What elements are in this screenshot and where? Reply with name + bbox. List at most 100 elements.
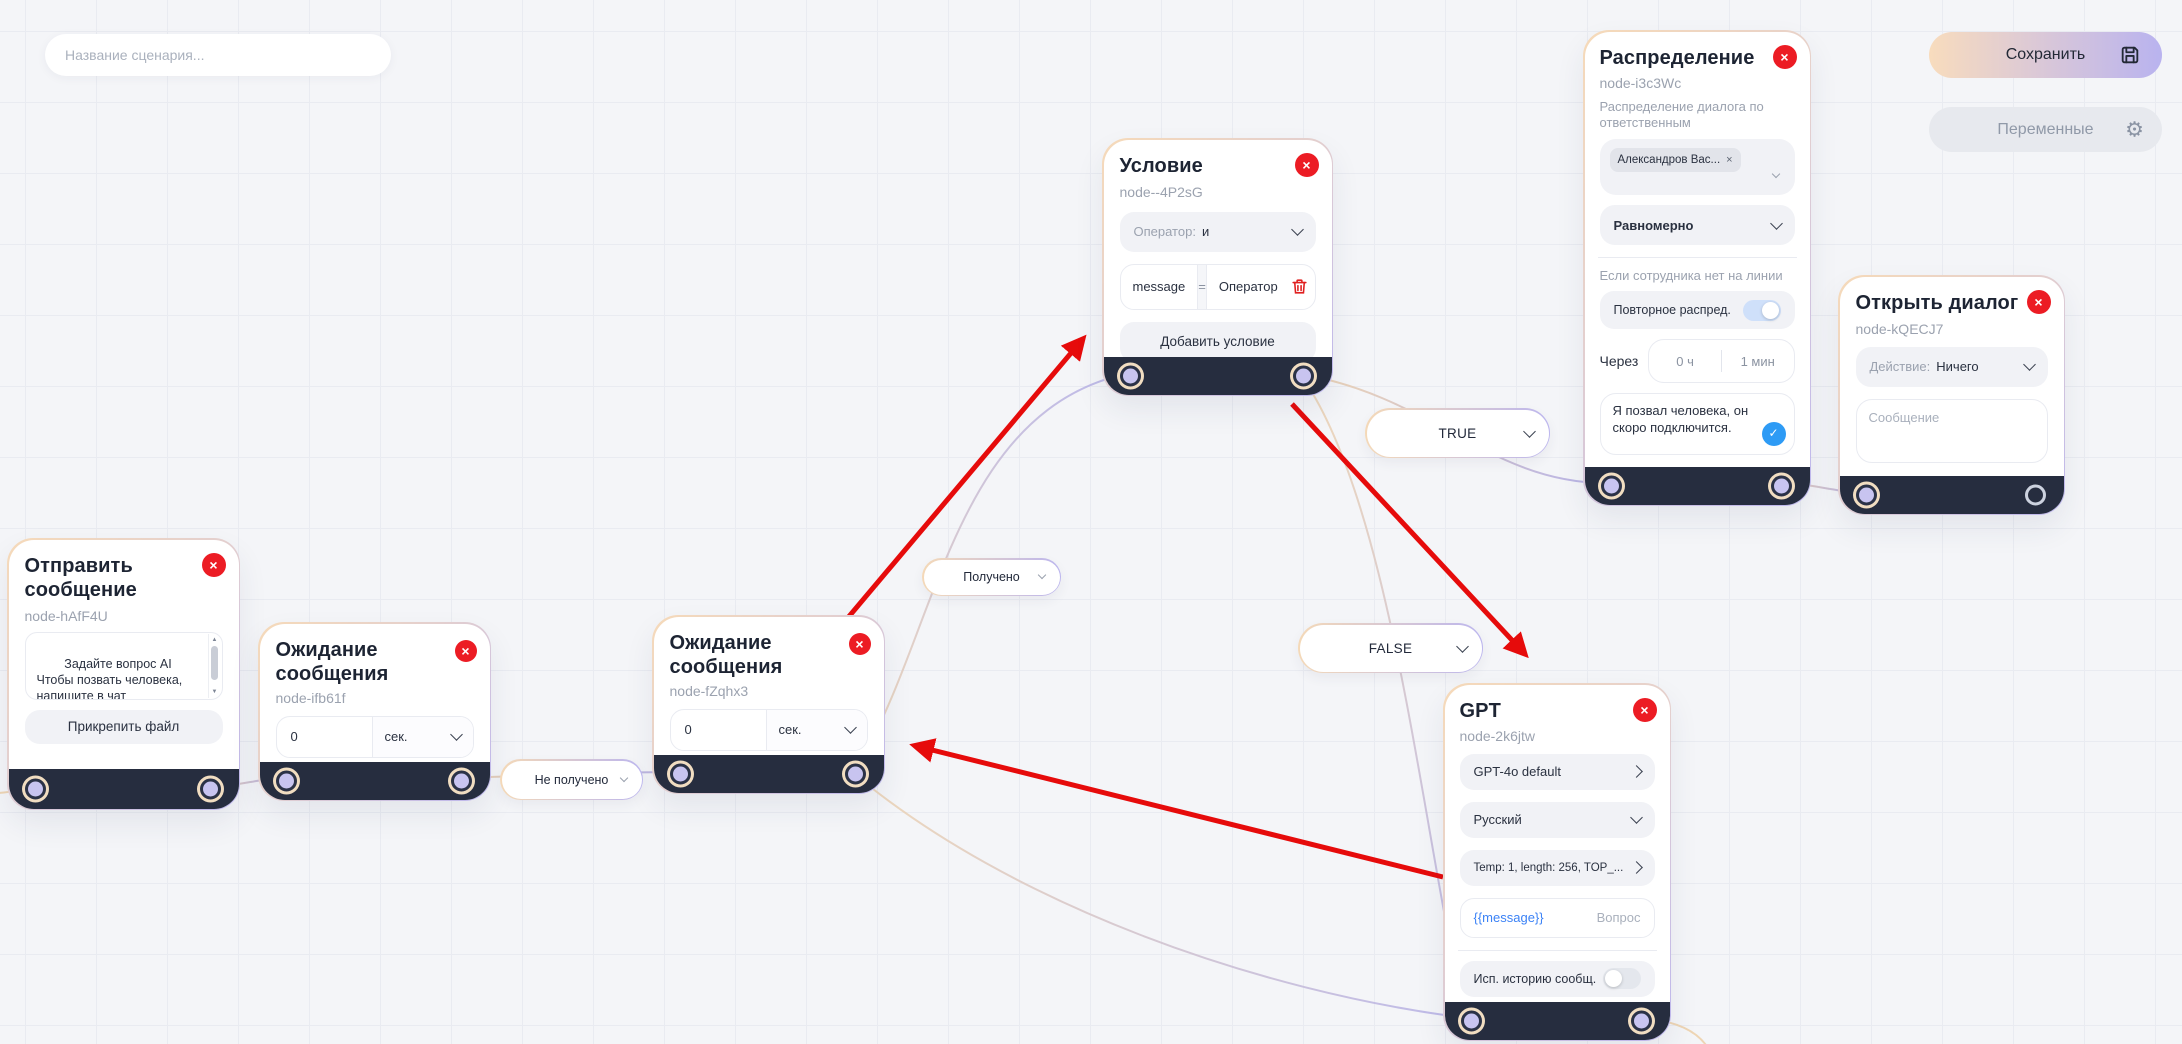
node-id: node--4P2sG [1119,183,1203,200]
close-icon[interactable]: × [848,632,871,655]
node-title: Ожидание сообщения [275,638,389,685]
close-icon[interactable]: × [201,552,226,577]
history-toggle[interactable] [1602,968,1641,989]
action-select[interactable]: Действие:Ничего [1855,346,2048,387]
edge-label-true[interactable]: TRUE [1365,408,1550,458]
save-button[interactable]: Сохранить [1929,32,2162,78]
variables-button-label: Переменные [1997,120,2094,138]
annotation-arrow-3 [909,738,1444,880]
node-id: node-fZqhx3 [669,682,749,699]
add-condition-button[interactable]: Добавить условие [1119,321,1316,362]
parameters-button[interactable]: Temp: 1, length: 256, TOP_... [1459,849,1655,886]
scroll-up-icon[interactable]: ▲ [211,636,218,643]
chevron-down-icon [1769,216,1783,230]
edge-label-false[interactable]: FALSE [1298,623,1483,673]
delay-unit-select[interactable]: сек. [766,709,867,750]
chevron-down-icon [1455,639,1469,653]
delay-control: сек. [669,708,868,751]
delay-control: сек. [275,715,474,758]
message-textarea[interactable]: Задайте вопрос AI Чтобы позвать человека… [24,631,223,700]
delay-input[interactable] [276,729,372,744]
port-output[interactable] [1630,1010,1652,1031]
condition-field[interactable]: message [1132,279,1186,294]
port-output[interactable] [199,778,221,799]
port-output[interactable] [844,763,866,784]
message-placeholder: Сообщение [1868,409,1940,425]
port-input[interactable] [24,778,46,799]
hours-input[interactable]: 0 ч [1676,353,1694,369]
trash-icon[interactable] [1290,277,1309,296]
node-id: node-ifb61f [275,689,346,706]
scrollbar[interactable]: ▲ ▼ [207,633,221,698]
port-input[interactable] [275,770,297,791]
prompt-placeholder: Вопрос [1596,910,1641,925]
node-footer [1584,466,1810,505]
scenario-name-input[interactable] [45,34,391,76]
node-footer [8,768,239,809]
edge-condition-to-gpt [1299,373,1467,1016]
port-input[interactable] [1460,1010,1482,1031]
chevron-down-icon [843,721,857,734]
port-input[interactable] [1119,365,1141,386]
scrollbar-thumb[interactable] [211,645,218,680]
port-output[interactable] [1292,365,1314,386]
node-description: Распределение диалога по ответственным [1599,98,1764,130]
distribution-mode-select[interactable]: Равномерно [1599,205,1795,245]
close-icon[interactable]: × [2026,289,2051,314]
tag-remove-icon[interactable]: × [1726,154,1733,166]
scroll-down-icon[interactable]: ▼ [211,688,218,695]
delay-unit-select[interactable]: сек. [372,716,473,757]
edge-label-not-received[interactable]: Не получено [500,759,643,800]
repeat-distribution-toggle[interactable] [1742,299,1781,321]
history-row: Исп. историю сообщ. [1459,960,1655,997]
node-id: node-2k6jtw [1459,727,1536,744]
port-input[interactable] [1600,475,1622,496]
node-send-message: Отправить сообщение node-hAfF4U Задайте … [7,538,240,810]
condition-operator[interactable]: = [1197,264,1207,309]
variables-button[interactable]: Переменные ⚙ [1929,107,2162,152]
prompt-variable: {{message}} [1473,910,1544,925]
port-output[interactable] [1770,475,1792,496]
node-title: Открыть диалог [1855,291,2019,314]
model-select[interactable]: GPT-4o default [1459,753,1655,790]
close-icon[interactable]: × [1294,152,1319,177]
assignee-tag: Александров Вас... × [1609,148,1741,172]
chevron-right-icon [1629,765,1643,778]
chevron-down-icon [1290,223,1304,236]
delay-label: Через [1599,353,1639,369]
close-icon[interactable]: × [1632,697,1657,722]
attach-file-button[interactable]: Прикрепить файл [24,709,223,744]
delay-input[interactable] [670,722,766,737]
condition-value[interactable]: Оператор [1218,279,1278,294]
assignee-multiselect[interactable]: Александров Вас... × [1599,139,1795,195]
divider [1457,949,1657,951]
node-footer [259,761,490,800]
port-output[interactable] [450,770,472,791]
node-footer [1444,1001,1670,1040]
chevron-down-icon [1037,570,1046,580]
node-distribution: Распределение node-i3c3Wc Распределение … [1583,30,1811,506]
chevron-right-icon [1629,861,1643,874]
offline-message-textarea[interactable]: Я позвал человека, он скоро подключится.… [1599,393,1795,455]
operator-select[interactable]: Оператор:и [1119,211,1316,252]
prompt-input[interactable]: {{message}} Вопрос [1459,897,1655,938]
close-icon[interactable]: × [454,639,477,662]
language-select[interactable]: Русский [1459,801,1655,838]
node-wait-message-1: Ожидание сообщения node-ifb61f сек. × [258,622,491,801]
node-footer [1839,475,2064,514]
minutes-input[interactable]: 1 мин [1740,353,1775,369]
node-title: GPT [1459,699,1501,722]
port-output[interactable] [2024,484,2046,505]
port-input[interactable] [1855,484,1877,505]
chevron-down-icon [1629,811,1643,824]
check-icon[interactable]: ✓ [1761,422,1786,446]
offline-section-label: Если сотрудника нет на линии [1599,268,1783,283]
message-textarea[interactable]: Сообщение [1855,398,2048,463]
save-icon [2121,46,2139,64]
edge-label-received[interactable]: Получено [922,558,1061,596]
close-icon[interactable]: × [1772,44,1797,69]
port-input[interactable] [669,763,691,784]
node-wait-message-2: Ожидание сообщения node-fZqhx3 сек. × [652,615,885,794]
